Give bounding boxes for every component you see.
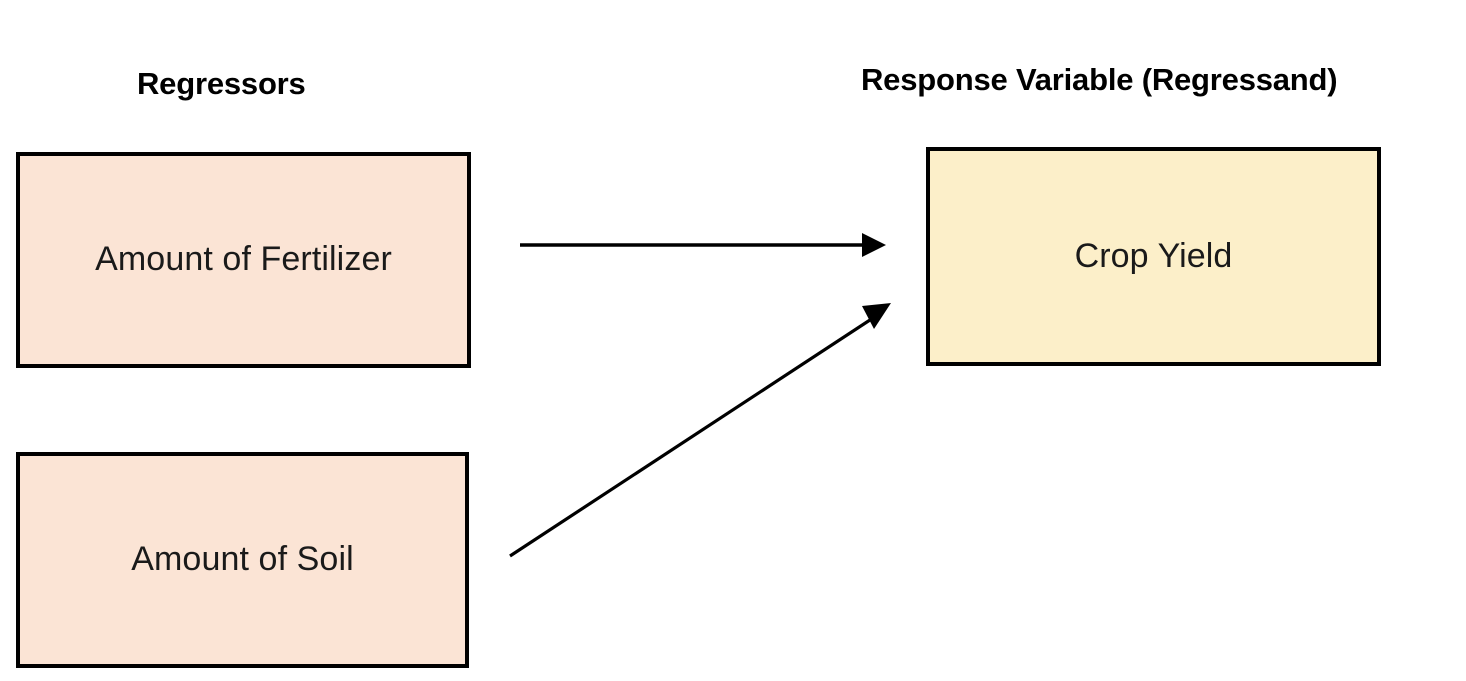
arrow-soil-to-crop-yield <box>509 303 891 558</box>
arrowhead-horizontal <box>862 233 886 257</box>
node-label-crop-yield: Crop Yield <box>1074 236 1233 275</box>
node-label-amount-of-fertilizer: Amount of Fertilizer <box>95 240 392 279</box>
node-box-crop-yield[interactable]: Crop Yield <box>926 147 1381 366</box>
response-variable-heading: Response Variable (Regressand) <box>861 62 1338 97</box>
arrowhead-diagonal <box>862 303 891 329</box>
arrow-shaft-diagonal <box>509 316 874 558</box>
node-label-amount-of-soil: Amount of Soil <box>131 540 354 579</box>
arrow-fertilizer-to-crop-yield <box>520 233 886 257</box>
regressors-heading: Regressors <box>137 66 306 101</box>
node-box-amount-of-fertilizer[interactable]: Amount of Fertilizer <box>16 152 471 368</box>
node-box-amount-of-soil[interactable]: Amount of Soil <box>16 452 469 668</box>
